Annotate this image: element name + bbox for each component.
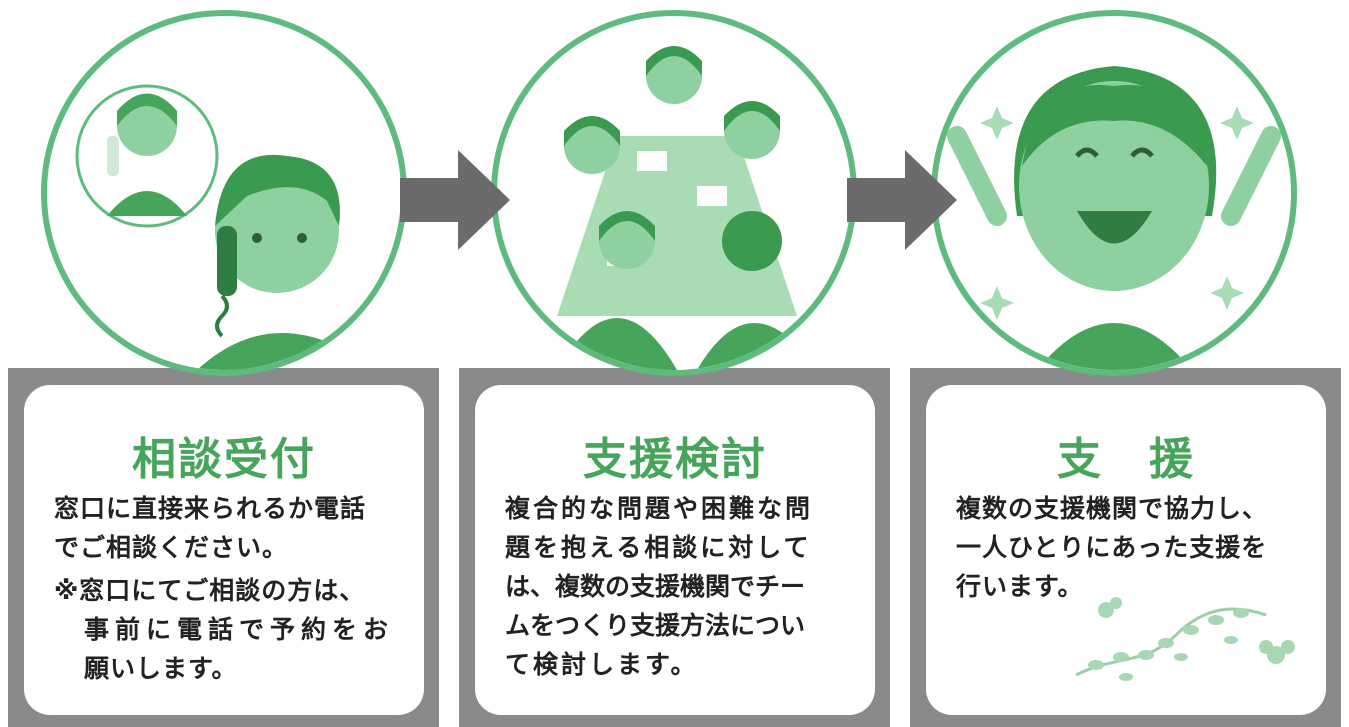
happy-person-icon	[947, 66, 1281, 370]
step1-note: 願いします。	[84, 654, 238, 683]
step2-line: ムをつくり支援方法につい	[505, 611, 806, 640]
step3-title: 支 援	[1057, 434, 1195, 485]
step1-illustration	[41, 10, 407, 376]
step2-line: 題を抱える相談に対して	[505, 533, 812, 562]
step1-card: 相談受付 窓口に直接来られるか電話 でご相談ください。 ※窓口にてご相談の方は、…	[24, 385, 424, 715]
step2-card: 支援検討 複合的な問題や困難な問 題を抱える相談に対して は、複数の支援機関でチ…	[475, 385, 875, 715]
phone-consultation-icon	[75, 84, 377, 370]
step2-line: は、複数の支援機関でチー	[505, 572, 806, 601]
step3-line: 行います。	[956, 572, 1084, 601]
meeting-icon	[557, 46, 817, 370]
step3-card: 支 援 複数の支援機関で協力し、 一人ひとりにあった支援を 行います。	[926, 385, 1326, 715]
step2-title: 支援検討	[583, 434, 767, 485]
step3-line: 一人ひとりにあった支援を	[956, 533, 1268, 562]
step1-note: ※窓口にてご相談の方は、	[54, 576, 366, 605]
step1-body: 窓口に直接来られるか電話 でご相談ください。 ※窓口にてご相談の方は、 事前に電…	[54, 489, 400, 688]
flower-decoration-icon	[1075, 597, 1295, 681]
step1-note: 事前に電話で予約をお	[84, 615, 395, 644]
step3-line: 複数の支援機関で協力し、	[956, 494, 1269, 523]
step1-title: 相談受付	[132, 434, 316, 485]
step2-body: 複合的な問題や困難な問 題を抱える相談に対して は、複数の支援機関でチー ムをつ…	[505, 489, 851, 684]
step1-line: でご相談ください。	[54, 533, 289, 562]
step2-line: 複合的な問題や困難な問	[505, 494, 814, 523]
step3-illustration	[931, 10, 1297, 376]
step2-line: て検討します。	[505, 650, 699, 679]
step1-line: 窓口に直接来られるか電話	[54, 494, 367, 523]
step2-illustration	[491, 10, 857, 376]
step3-body: 複数の支援機関で協力し、 一人ひとりにあった支援を 行います。	[956, 489, 1302, 606]
right-arrow-icon	[400, 150, 510, 250]
right-arrow-icon	[847, 150, 957, 250]
